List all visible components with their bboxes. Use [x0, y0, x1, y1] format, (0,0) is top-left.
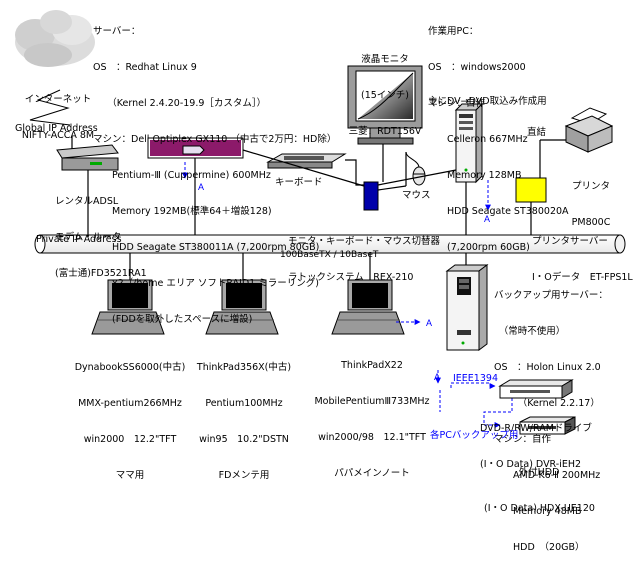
internet-cloud-icon [15, 10, 95, 67]
network-diagram-canvas: A A A A [15, 10, 626, 435]
keyboard-icon [266, 153, 347, 169]
network-cable [34, 234, 626, 280]
laptop-thinkpadx22-label: ThinkPadX22 MobilePentiumⅢ733MHz win2000… [314, 360, 430, 479]
mouse-icon [405, 151, 426, 186]
ieee1394-label: IEEE1394 [453, 373, 498, 384]
kvm-switch-box [363, 181, 379, 211]
arrow-label-a-4: A [434, 372, 440, 382]
lcd-monitor-icon [347, 65, 423, 182]
arrow-label-a-2: A [484, 214, 490, 224]
work-pc-specs: 作業用PC： OS ：windows2000 マシン：自作 Celleron 6… [428, 26, 569, 253]
private-ip-label: Private IP Address [36, 234, 122, 245]
connection-bolt-icon [29, 89, 71, 126]
monitor-label: 液晶モニタ (15インチ) 三菱：RDT156V [348, 54, 422, 137]
mouse-label: マウス [402, 190, 431, 201]
keyboard-label: キーボード [275, 177, 323, 188]
arrow-label-a-3: A [426, 318, 432, 328]
dvd-drive-label: DVD-R/RW/RAMドライブ (I・O Data) DVR-iEH2 [480, 423, 592, 470]
backup-server-tower-icon [445, 264, 489, 351]
laptop-dynabook-icon [91, 279, 165, 335]
external-hdd-label: 外付HDD (I・O Data) HDX-UE120 [484, 467, 595, 514]
laptop-thinkpad356x-icon [205, 279, 279, 335]
router-label: レンタルADSL モデム・ルータ (富士通)FD3521RA1 [55, 196, 147, 279]
printer-direct-label: 直結 [527, 127, 547, 138]
backup-usage-label: 各PCバックアップ用 [430, 430, 519, 441]
dvd-drive-icon [498, 379, 574, 399]
arrow-label-a-1: A [198, 182, 204, 192]
kvm-label: モニタ・キーボード・マウス切替器 ラトックシステム REX-210 [288, 236, 441, 283]
printer-icon [539, 107, 614, 178]
adsl-router-icon [56, 144, 119, 235]
main-server-specs: サーバー： OS ：Redhat Linux 9 （Kernel 2.4.20-… [93, 26, 337, 325]
network-speed-label: 100BaseTX / 10BaseT [280, 250, 379, 260]
linux-server-icon [147, 137, 244, 235]
printer-label: プリンタ PM800C [571, 181, 611, 228]
external-hdd-icon [519, 416, 576, 435]
print-server-label: プリンタサーバー I・Oデータ ET-FPS1L [532, 236, 633, 283]
work-pc-note: 主にDV→DVD取込み作成用 [428, 96, 547, 107]
internet-label: インターネット NIFTY-ACCA 8M [21, 94, 95, 141]
global-ip-label: Global IP Address [15, 123, 98, 134]
laptop-thinkpadx22-icon [331, 279, 405, 335]
work-pc-tower-icon [454, 102, 484, 235]
